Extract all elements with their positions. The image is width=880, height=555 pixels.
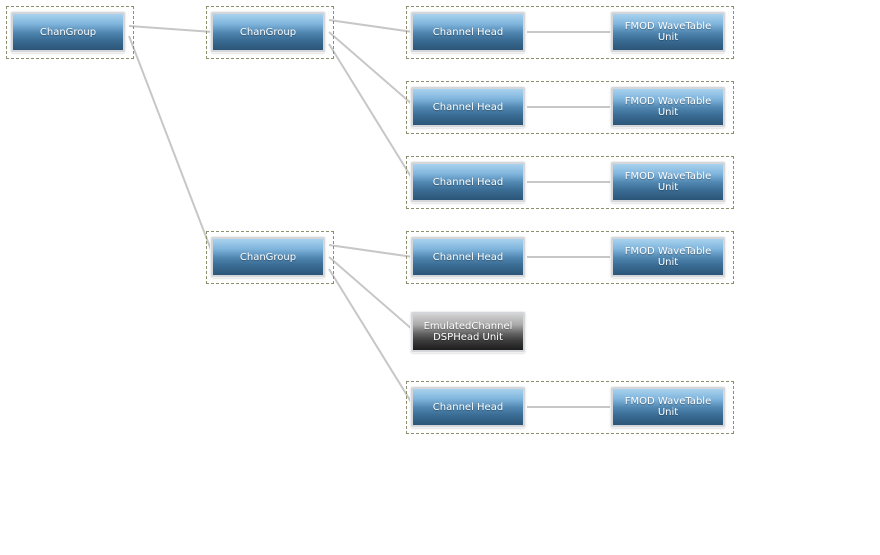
link-root-changroup-a — [128, 25, 214, 33]
group-box-changroup-a — [206, 6, 334, 59]
node-label: ChanGroup — [239, 251, 297, 263]
group-box-channel-2 — [406, 81, 734, 134]
node-label-line-1: FMOD WaveTable — [624, 396, 712, 407]
group-box-channel-4 — [406, 231, 734, 284]
node-label: Channel Head — [432, 26, 504, 38]
node-label-line-2: Unit — [657, 257, 679, 268]
node-label-line-1: EmulatedChannel — [423, 321, 513, 332]
channel-head-node-3[interactable]: Channel Head — [411, 162, 525, 202]
link-changroup-a-head-2 — [328, 31, 414, 106]
link-root-changroup-b — [128, 35, 214, 256]
node-label: Channel Head — [432, 176, 504, 188]
node-label: Channel Head — [432, 401, 504, 413]
node-label-line-1: FMOD WaveTable — [624, 96, 712, 107]
link-changroup-b-head-4 — [328, 244, 414, 258]
group-box-channel-1 — [406, 6, 734, 59]
group-box-channel-3 — [406, 156, 734, 209]
node-label-line-1: FMOD WaveTable — [624, 21, 712, 32]
group-box-channel-5 — [406, 381, 734, 434]
group-box-changroup-b — [206, 231, 334, 284]
node-label: Channel Head — [432, 251, 504, 263]
node-label: Channel Head — [432, 101, 504, 113]
chan-group-node-a[interactable]: ChanGroup — [211, 12, 325, 52]
node-label-line-2: Unit — [657, 32, 679, 43]
node-label: ChanGroup — [39, 26, 97, 38]
link-changroup-b-emulated — [328, 256, 414, 331]
node-label-line-2: Unit — [657, 407, 679, 418]
channel-head-node-1[interactable]: Channel Head — [411, 12, 525, 52]
link-changroup-a-head-1 — [328, 19, 414, 33]
node-label-line-2: DSPHead Unit — [433, 332, 503, 343]
chan-group-node-root[interactable]: ChanGroup — [11, 12, 125, 52]
channel-head-node-4[interactable]: Channel Head — [411, 237, 525, 277]
channel-head-node-5[interactable]: Channel Head — [411, 387, 525, 427]
node-label-line-2: Unit — [657, 182, 679, 193]
node-label-line-2: Unit — [657, 107, 679, 118]
chan-group-node-b[interactable]: ChanGroup — [211, 237, 325, 277]
link-changroup-b-head-5 — [328, 268, 414, 406]
channel-head-node-2[interactable]: Channel Head — [411, 87, 525, 127]
node-label: ChanGroup — [239, 26, 297, 38]
node-label-line-1: FMOD WaveTable — [624, 246, 712, 257]
node-label-line-1: FMOD WaveTable — [624, 171, 712, 182]
link-changroup-a-head-3 — [328, 43, 414, 181]
group-box-root — [6, 6, 134, 59]
